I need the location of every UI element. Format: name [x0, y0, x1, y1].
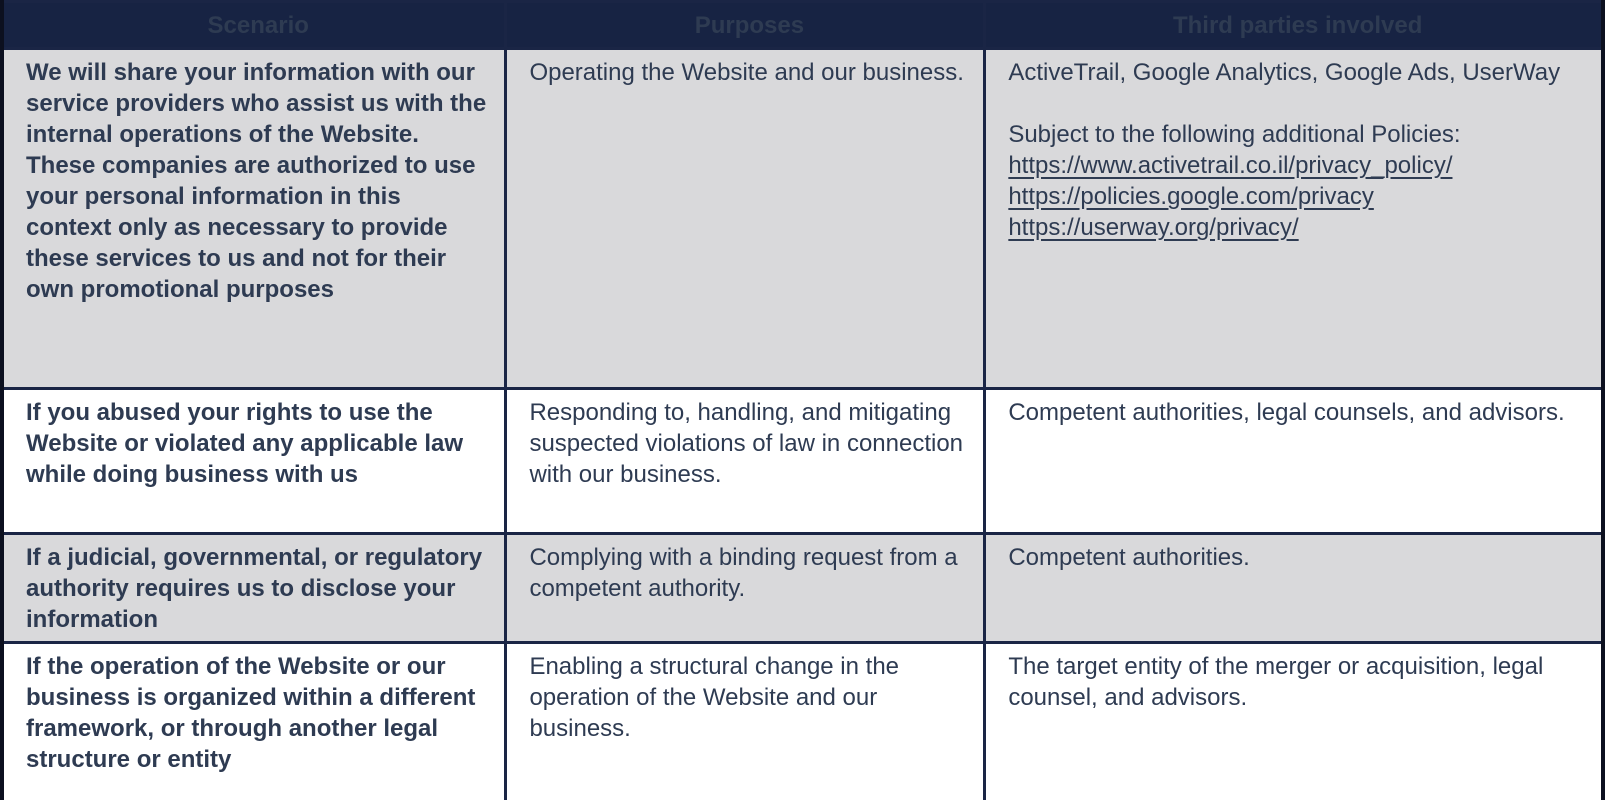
- purposes-cell: Responding to, handling, and mitigating …: [504, 387, 987, 535]
- column-header-third-parties: Third parties involved: [983, 0, 1605, 50]
- third-parties-cell: Competent authorities.: [983, 532, 1605, 644]
- table-row: We will share your information with our …: [0, 47, 1605, 390]
- scenario-text: We will share your information with our …: [26, 59, 487, 303]
- table-row: If you abused your rights to use the Web…: [0, 387, 1605, 535]
- scenario-text: If a judicial, governmental, or regulato…: [26, 544, 483, 633]
- table-row: If a judicial, governmental, or regulato…: [0, 532, 1605, 644]
- third-parties-text: Competent authorities, legal counsels, a…: [1008, 399, 1565, 426]
- column-header-scenario: Scenario: [0, 0, 508, 50]
- third-parties-text: Competent authorities.: [1008, 544, 1250, 571]
- scenario-cell: If a judicial, governmental, or regulato…: [0, 532, 508, 644]
- purposes-cell: Complying with a binding request from a …: [504, 532, 987, 644]
- userway-privacy-policy-link[interactable]: https://userway.org/privacy/: [1008, 214, 1299, 241]
- purposes-text: Complying with a binding request from a …: [529, 544, 958, 602]
- policies-note-text: Subject to the following additional Poli…: [1008, 121, 1461, 148]
- google-privacy-policy-link[interactable]: https://policies.google.com/privacy: [1008, 183, 1374, 210]
- scenario-text: If you abused your rights to use the Web…: [26, 399, 464, 488]
- column-header-purposes: Purposes: [504, 0, 987, 50]
- purposes-text: Responding to, handling, and mitigating …: [529, 399, 964, 488]
- table-header-row: Scenario Purposes Third parties involved: [0, 0, 1605, 50]
- purposes-text: Enabling a structural change in the oper…: [529, 653, 900, 742]
- third-parties-cell: ActiveTrail, Google Analytics, Google Ad…: [983, 47, 1605, 390]
- activetrail-privacy-policy-link[interactable]: https://www.activetrail.co.il/privacy_po…: [1008, 152, 1453, 179]
- table-row: If the operation of the Website or our b…: [0, 641, 1605, 800]
- scenario-text: If the operation of the Website or our b…: [26, 653, 476, 773]
- scenario-cell: If you abused your rights to use the Web…: [0, 387, 508, 535]
- third-parties-text: The target entity of the merger or acqui…: [1008, 653, 1544, 711]
- purposes-text: Operating the Website and our business.: [529, 59, 964, 86]
- third-parties-cell: The target entity of the merger or acqui…: [983, 641, 1605, 800]
- third-parties-text: ActiveTrail, Google Analytics, Google Ad…: [1008, 59, 1561, 86]
- third-parties-cell: Competent authorities, legal counsels, a…: [983, 387, 1605, 535]
- scenario-cell: We will share your information with our …: [0, 47, 508, 390]
- purposes-cell: Enabling a structural change in the oper…: [504, 641, 987, 800]
- scenario-cell: If the operation of the Website or our b…: [0, 641, 508, 800]
- purposes-cell: Operating the Website and our business.: [504, 47, 987, 390]
